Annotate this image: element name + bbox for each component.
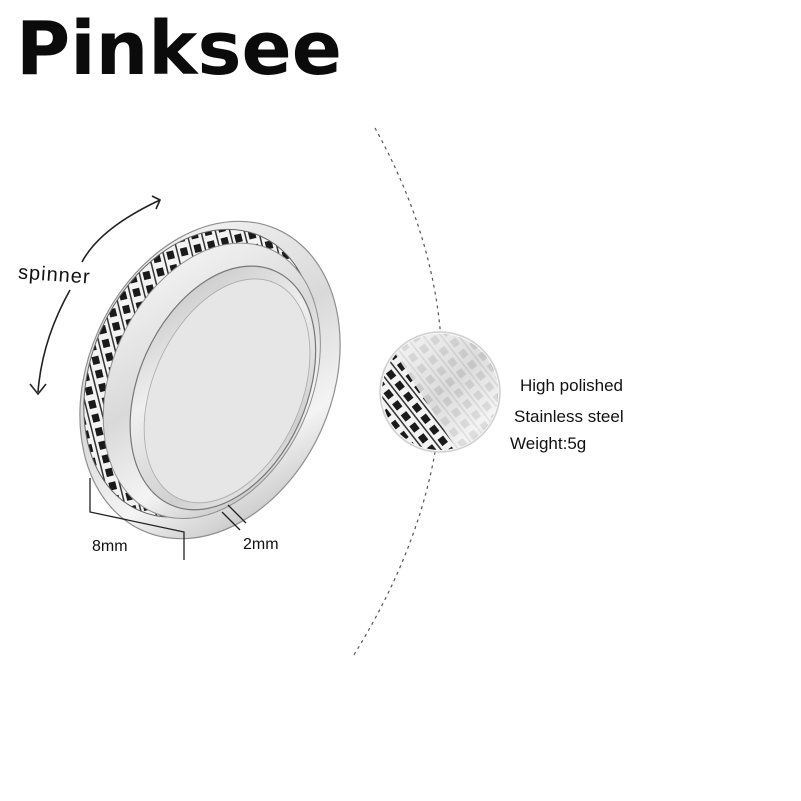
width-label: 8mm — [92, 538, 128, 555]
thickness-dimension-line-icon — [221, 504, 247, 531]
ring — [79, 220, 341, 540]
spec-finish: High polished — [520, 376, 624, 395]
width-dimension-line-icon — [89, 478, 185, 560]
zoom-detail — [379, 331, 501, 453]
brand-logo: Pinksee — [16, 6, 342, 92]
thickness-label: 2mm — [243, 536, 279, 553]
spinner-arrow-icon — [29, 195, 162, 396]
spec-weight: Weight:5g — [510, 434, 587, 453]
spec-material: Stainless steel — [514, 407, 624, 426]
